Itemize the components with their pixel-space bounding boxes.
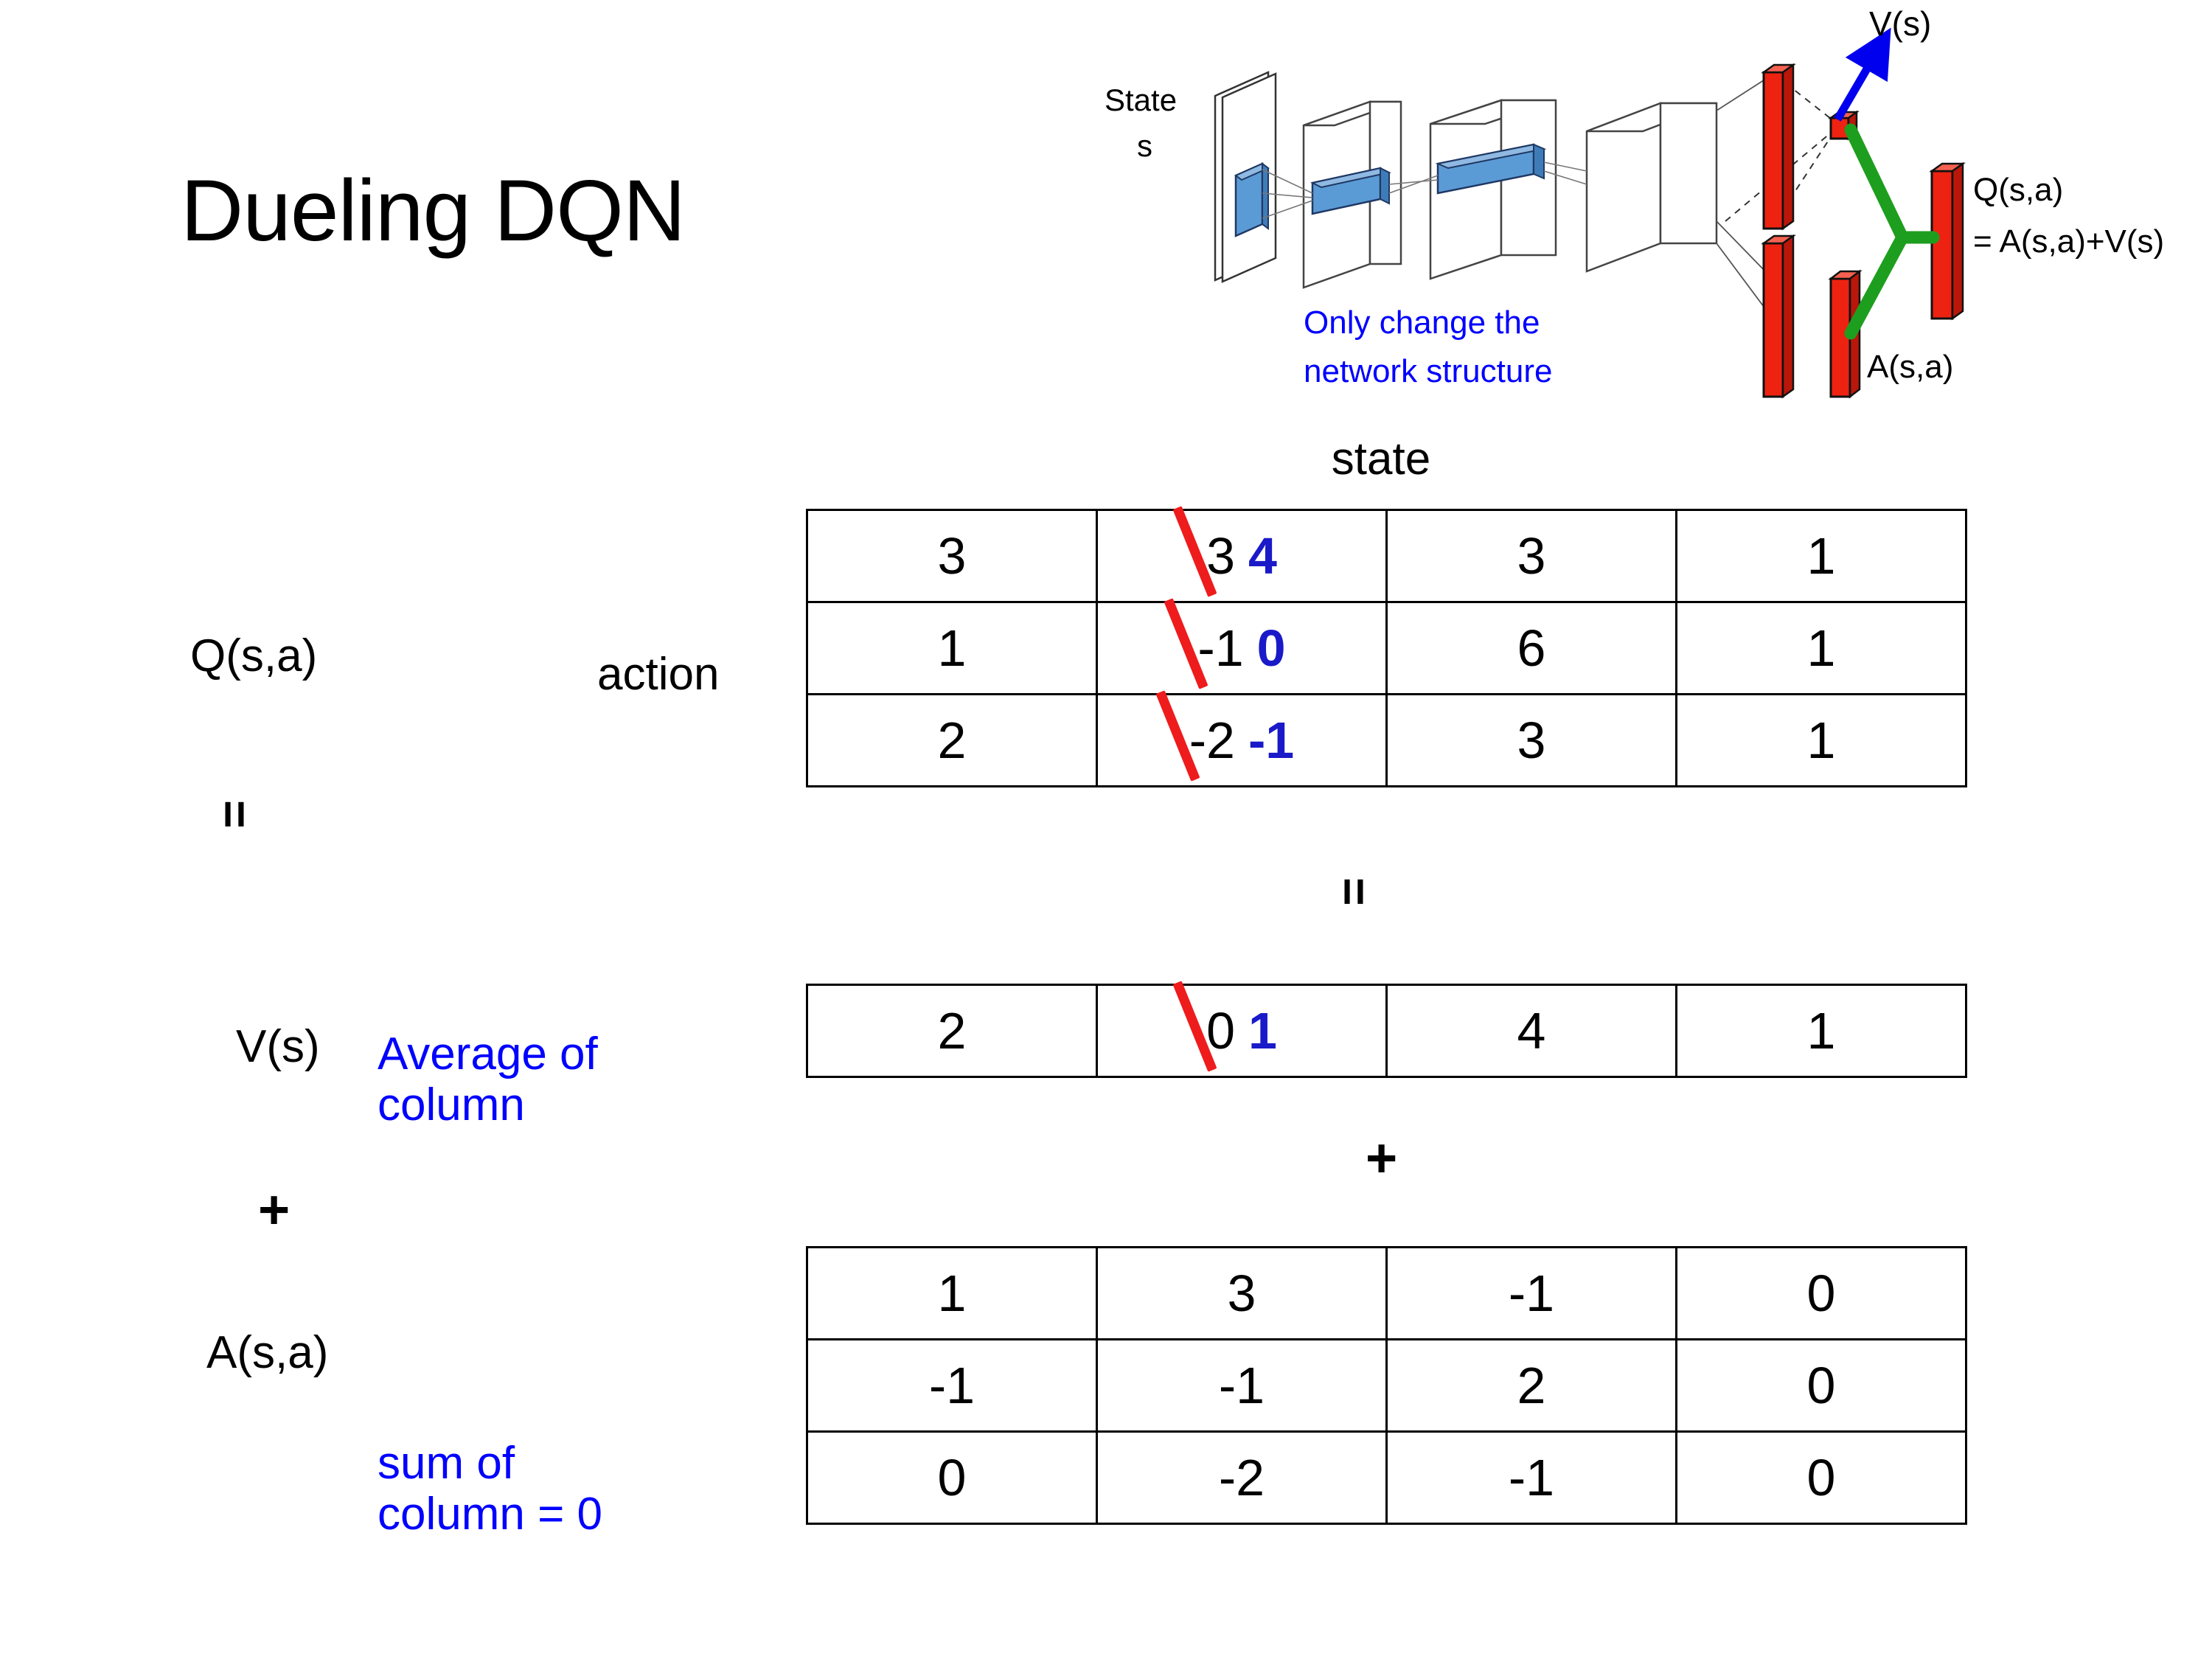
new-value: 4	[1248, 527, 1277, 585]
table-cell: -2	[1096, 1430, 1388, 1525]
diagram-note-line1: Only change the	[1304, 305, 1540, 341]
table-cell: 1	[1675, 601, 1967, 695]
table-cell: 0	[1675, 1246, 1967, 1340]
table-cell: 3	[806, 509, 1098, 603]
table-cell: 1	[806, 1246, 1098, 1340]
table-cell: 0	[1675, 1430, 1967, 1525]
action-axis-label: action	[597, 649, 720, 700]
diagram-advantage-label: A(s,a)	[1867, 349, 1953, 385]
table-cell: 3	[1096, 1246, 1388, 1340]
state-axis-label: state	[1331, 434, 1431, 484]
edited-cell: -2-1	[1189, 711, 1295, 770]
v-function-label: V(s)	[236, 1021, 320, 1072]
diagram-output-label-line2: = A(s,a)+V(s)	[1973, 223, 2164, 260]
table-cell: 4	[1385, 984, 1677, 1078]
average-note-line1: Average of	[378, 1029, 598, 1079]
table-cell: 3	[1385, 509, 1677, 603]
plus-operator-left: +	[258, 1179, 291, 1240]
new-value: 1	[1248, 1002, 1277, 1060]
table-cell: -2-1	[1096, 693, 1388, 787]
table-cell: -1	[1096, 1338, 1388, 1433]
diagram-input-label-line2: s	[1137, 128, 1152, 163]
advantage-function-label: A(s,a)	[206, 1327, 329, 1378]
sum-of-column-note: sum of column = 0	[378, 1438, 746, 1540]
plus-operator-between-tables: +	[1366, 1127, 1398, 1189]
average-of-column-note: Average of column	[378, 1029, 724, 1131]
equals-operator-left: =	[208, 800, 262, 829]
diagram-note-line2: network structure	[1304, 353, 1552, 389]
struck-old-value: 3	[1206, 527, 1235, 585]
table-cell: -1	[1385, 1430, 1677, 1525]
table-cell: 1	[1675, 693, 1967, 787]
struck-old-value: -2	[1189, 712, 1235, 769]
table-cell: -1	[1385, 1246, 1677, 1340]
table-cell: 1	[1675, 509, 1967, 603]
diagram-value-label: V(s)	[1869, 4, 1931, 43]
table-cell: 0	[1675, 1338, 1967, 1433]
table-cell: 2	[806, 984, 1098, 1078]
new-value: 0	[1256, 619, 1286, 677]
table-cell: 2	[806, 693, 1098, 787]
table-cell: 6	[1385, 601, 1677, 695]
table-cell: 3	[1385, 693, 1677, 787]
diagram-input-label-line1: State	[1105, 83, 1177, 117]
struck-old-value: 0	[1206, 1002, 1235, 1060]
table-cell: -1	[806, 1338, 1098, 1433]
table-cell: 1	[806, 601, 1098, 695]
sum-note-line1: sum of	[378, 1438, 515, 1489]
diagram-output-label-line1: Q(s,a)	[1973, 172, 2063, 208]
sum-note-line2: column = 0	[378, 1489, 603, 1540]
table-cell: 1	[1675, 984, 1967, 1078]
average-note-line2: column	[378, 1079, 525, 1131]
new-value: -1	[1248, 712, 1295, 769]
struck-old-value: -1	[1197, 619, 1244, 677]
table-cell: 0	[806, 1430, 1098, 1525]
table-cell: 2	[1385, 1338, 1677, 1433]
equals-operator-between-tables: =	[1327, 877, 1382, 906]
dueling-network-diagram: State s V(s) A(s,a) Q(s,a) = A(s,a)+V(s)…	[1091, 0, 2212, 413]
page-title: Dueling DQN	[181, 162, 686, 260]
q-function-label: Q(s,a)	[190, 630, 318, 681]
